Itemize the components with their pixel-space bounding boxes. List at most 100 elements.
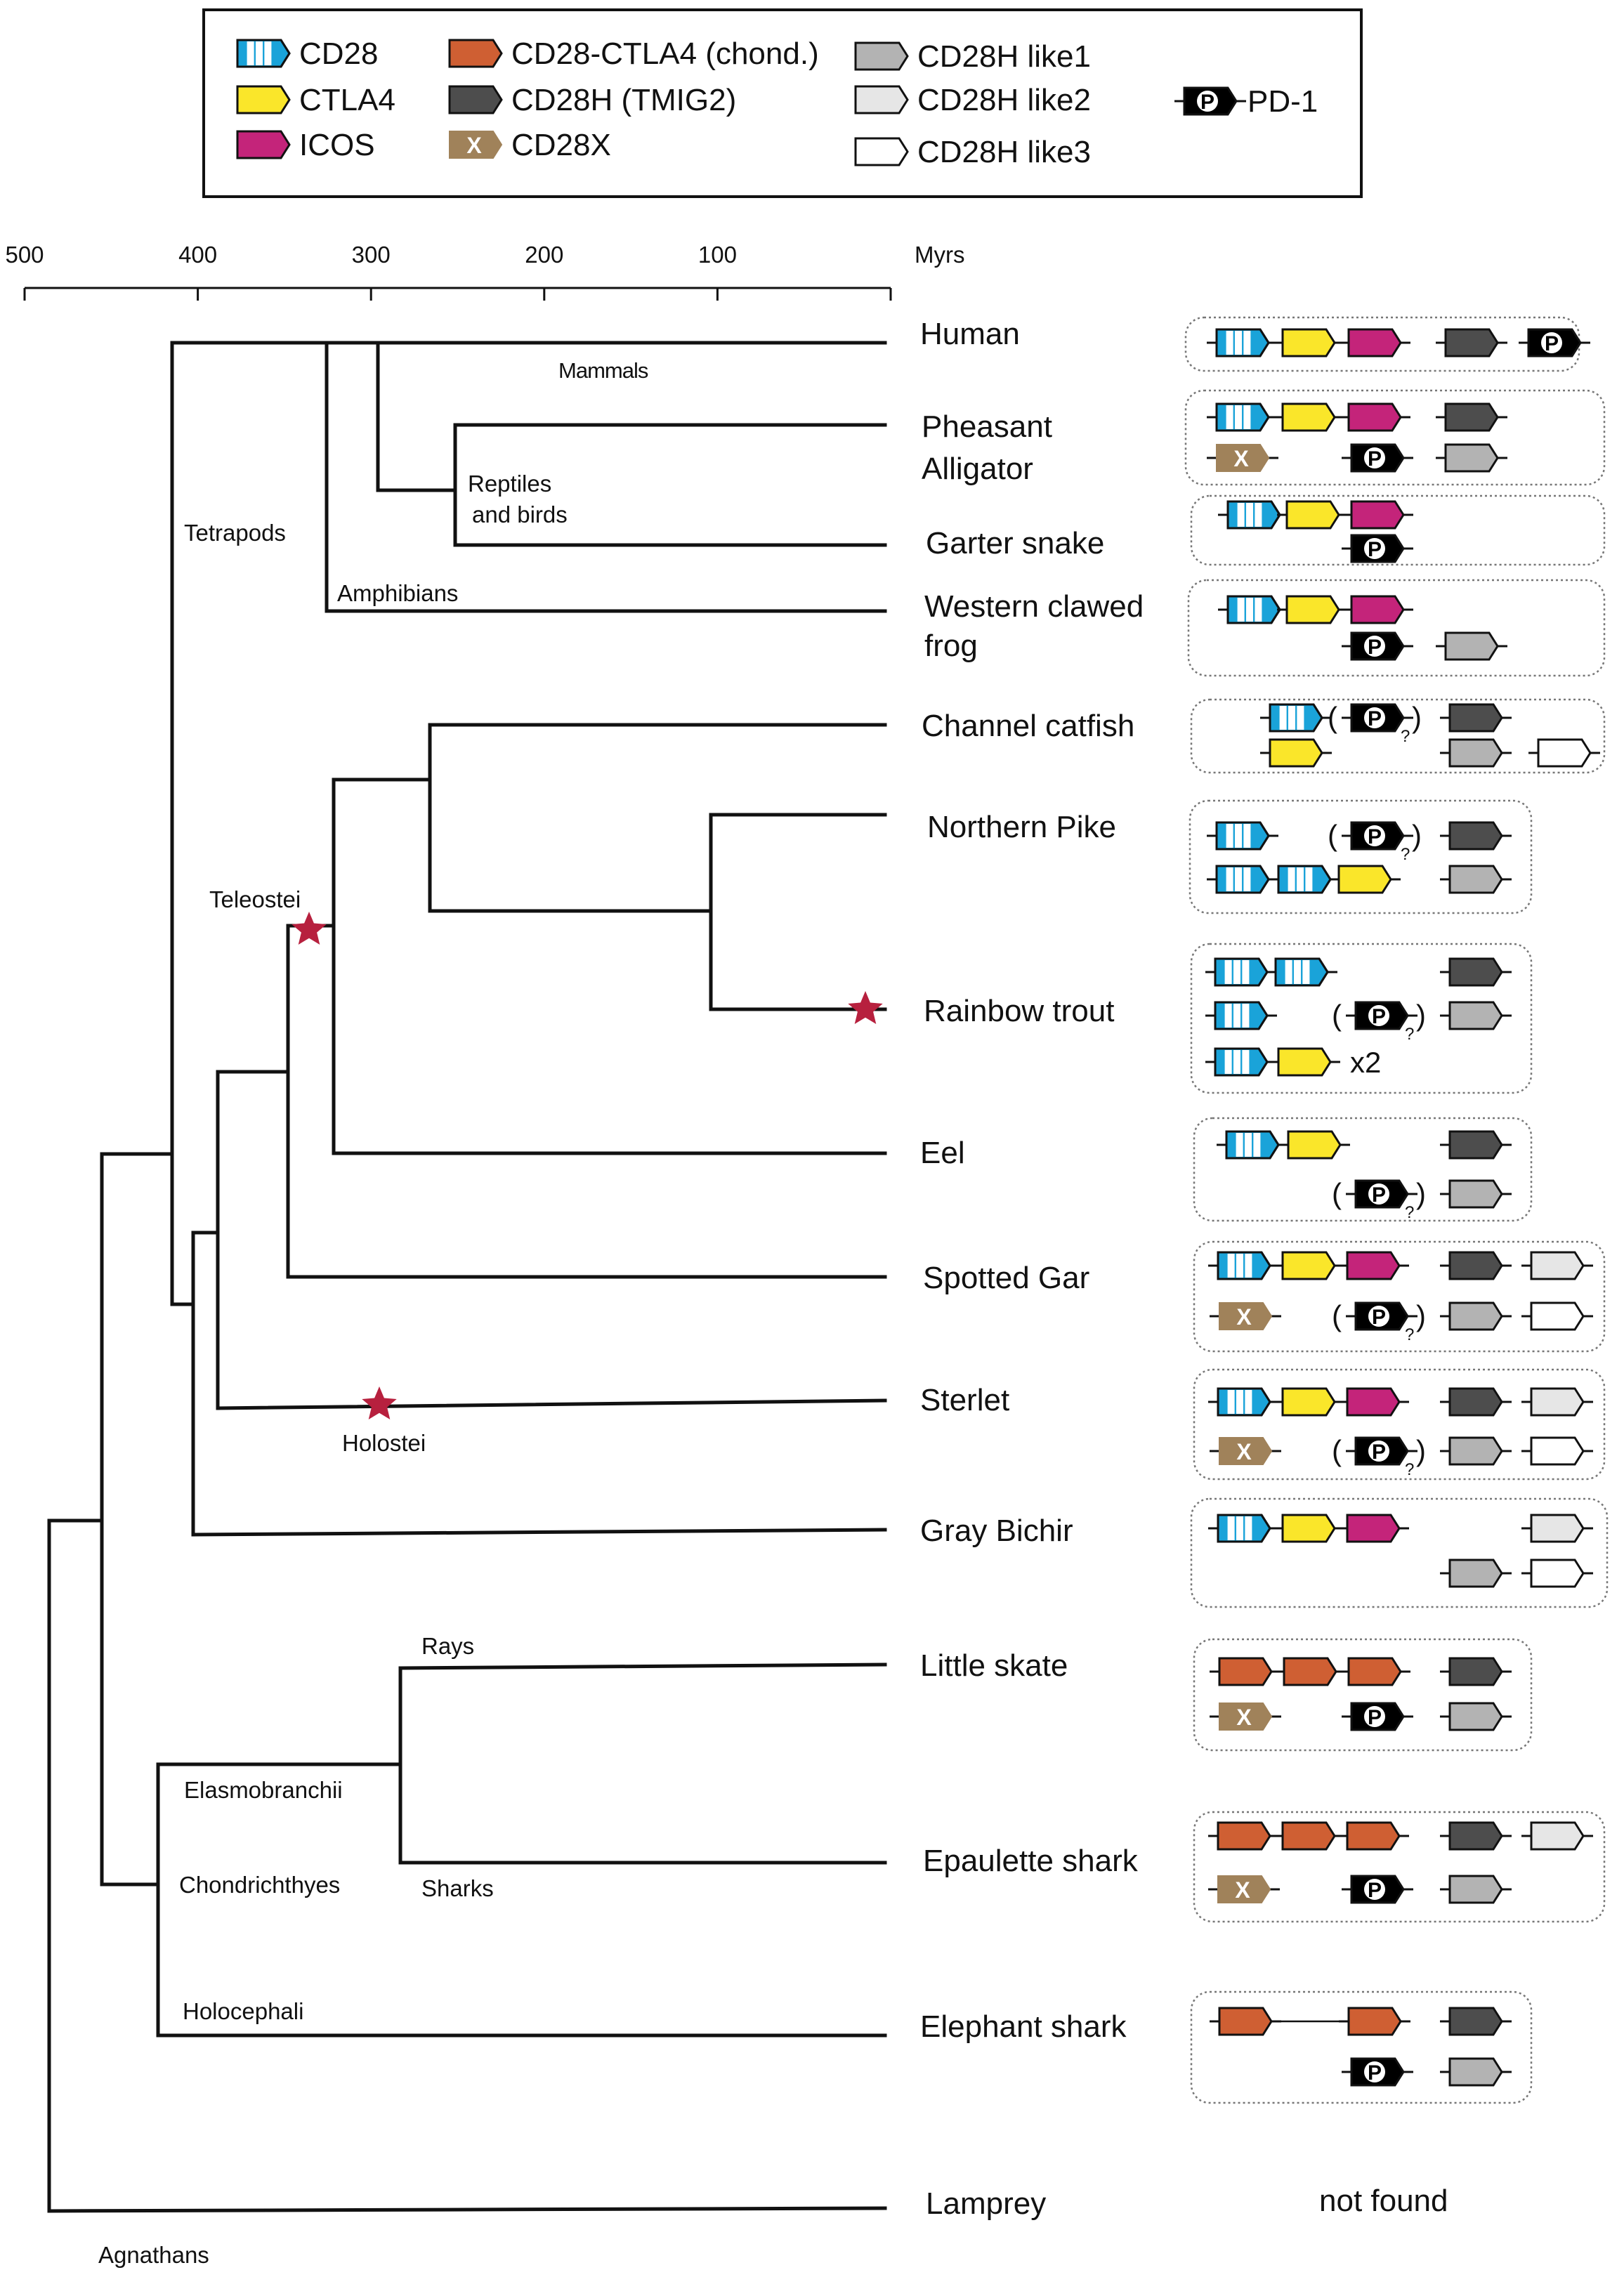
species-sterlet: Sterlet [920, 1383, 1009, 1417]
pd1-disc [1364, 707, 1385, 728]
cd28-gene [1208, 1514, 1280, 1543]
pd1-gene: P(?) [1332, 1177, 1426, 1222]
pd1-glyph: P [1368, 636, 1382, 659]
ctla4-gene [1273, 1514, 1344, 1543]
pd1-gene: P [1342, 631, 1413, 661]
gene-body [1281, 1514, 1336, 1543]
pd1-gene: P [1342, 1702, 1413, 1731]
gene-body [1219, 1437, 1273, 1465]
l2-gene [1521, 1387, 1593, 1417]
cd28x-glyph: X [1235, 1877, 1250, 1903]
pd1-gene: P [1342, 1875, 1413, 1904]
pd1-gene: P [1519, 328, 1590, 357]
gene-box-frame [1187, 579, 1606, 677]
gene-body [1226, 595, 1281, 624]
pd1-gene: P(?) [1332, 1434, 1426, 1479]
uncertain-paren-close: ) [1416, 1177, 1426, 1210]
chond-gene [1210, 1657, 1281, 1686]
gene-body [1277, 1047, 1332, 1077]
cd28h-gene [1440, 957, 1512, 987]
gene-box-frame [1190, 1497, 1609, 1608]
cd28x-gene: X [1210, 1702, 1281, 1731]
uncertain-mark: ? [1405, 1203, 1414, 1222]
cd28-stripe [1288, 706, 1295, 730]
gene-box-frame [1193, 1368, 1606, 1481]
gene-body [1217, 1387, 1271, 1417]
cd28-stripe [1227, 1254, 1235, 1278]
cd28x-glyph: X [466, 133, 482, 158]
clade-elasmobranchii: Elasmobranchii [184, 1777, 343, 1803]
axis-tick-label: 100 [698, 242, 737, 268]
uncertain-paren-open: ( [1332, 1299, 1342, 1332]
ctla4-gene [1277, 595, 1349, 624]
uncertain-paren-open: ( [1328, 701, 1337, 734]
cd28x-gene: X [449, 131, 503, 159]
gene-outline [1215, 328, 1270, 357]
cd28-stripe [1246, 503, 1253, 527]
gene-body [1448, 865, 1503, 894]
pd1-glyph: P [1372, 1183, 1386, 1207]
gene-body [1346, 1387, 1401, 1417]
gene-body [1287, 1130, 1342, 1160]
l1-gene [1440, 738, 1512, 768]
cd28-gene [1260, 703, 1332, 733]
pd1-gene: P(?) [1328, 819, 1422, 864]
gene-body [1444, 402, 1499, 432]
legend-label: CD28H (TMIG2) [511, 83, 736, 117]
pd1-disc [1364, 538, 1385, 559]
gene-body [1448, 1436, 1503, 1466]
clade-reptiles-line2: and birds [472, 501, 568, 527]
l1-gene [1440, 1702, 1512, 1731]
gene-body [1346, 1514, 1401, 1543]
gene-box: P(?) [1188, 799, 1533, 914]
uncertain-paren-close: ) [1412, 701, 1422, 734]
cd28-stripe [1242, 1050, 1250, 1074]
icos-gene [1337, 1387, 1409, 1417]
cd28-gene [1266, 957, 1337, 987]
gene-body [1226, 500, 1281, 530]
gene-box [1190, 1497, 1609, 1608]
chond-gene [1208, 1821, 1280, 1851]
cd28-stripe [1226, 331, 1233, 355]
gene-body [449, 131, 503, 159]
node-catfish-esox [428, 723, 713, 913]
cd28h-gene [1440, 1657, 1512, 1686]
axis-tick-label: 300 [352, 242, 391, 268]
gene-body [1217, 1514, 1271, 1543]
gene-body [1215, 402, 1270, 432]
ctla4-gene [1269, 1047, 1340, 1077]
gene-body [1448, 1301, 1503, 1331]
gene-body [1337, 865, 1392, 894]
species-rainbow-trout: Rainbow trout [924, 994, 1114, 1028]
cd28h-gene [1440, 1387, 1512, 1417]
gene-body [854, 137, 909, 166]
gene-body [1215, 865, 1270, 894]
gene-box-frame [1190, 698, 1606, 774]
l1-gene [1440, 1301, 1512, 1331]
axis-unit: Myrs [915, 242, 964, 268]
cd28h-gene [1440, 1251, 1512, 1280]
uncertain-paren-open: ( [1332, 999, 1342, 1032]
gene-box: P [1190, 1990, 1533, 2104]
cd28-stripe [1233, 960, 1240, 984]
cd28x-gene: X [1210, 1302, 1281, 1330]
pd1-glyph: P [1200, 91, 1214, 114]
ctla4-gene [236, 85, 291, 114]
cd28-stripe [1255, 598, 1262, 622]
cd28-gene [1207, 402, 1278, 432]
cd28-stripe [1285, 960, 1292, 984]
ctla4-gene [1277, 500, 1349, 530]
cd28-gene [1269, 865, 1340, 894]
l3-gene [1521, 1301, 1593, 1331]
branch-lamprey [47, 2206, 887, 2213]
species-gray-bichir: Gray Bichir [920, 1514, 1073, 1548]
branch-sterlet [216, 1398, 887, 1410]
gene-body [1448, 1821, 1503, 1851]
l3-gene [1528, 738, 1600, 768]
clade-labels: Mammals Reptiles and birds Tetrapods Amp… [98, 358, 649, 2268]
gene-outline [1217, 1251, 1271, 1280]
cd28x-gene: X [1208, 1875, 1280, 1903]
cd28h-gene [448, 85, 503, 114]
chond-gene [1339, 1657, 1410, 1686]
